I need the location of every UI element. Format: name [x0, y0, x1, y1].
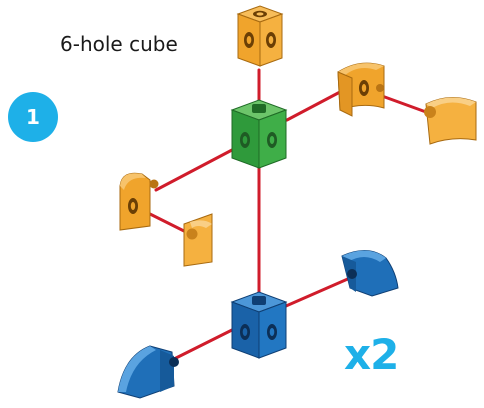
six-hole-cube-label: 6-hole cube: [60, 32, 178, 56]
connector-right-to-cap: [380, 94, 428, 114]
bottom-left-curved-block: [117, 345, 179, 399]
connector-bottom-to-right: [284, 276, 352, 308]
right-curved-cap: [424, 97, 477, 145]
right-curved-block: [337, 62, 385, 117]
connector-left-to-cap: [148, 212, 188, 234]
top-six-hole-cube: [236, 5, 284, 67]
left-curved-cap: [183, 213, 213, 267]
connector-bottom-to-left: [170, 328, 234, 362]
step-number-badge: 1: [8, 92, 58, 142]
left-curved-block: [119, 172, 159, 231]
connector-center-to-left: [154, 148, 234, 192]
quantity-multiplier: x2: [344, 330, 399, 379]
connector-lines: [148, 68, 428, 362]
center-cube: [230, 99, 288, 169]
bottom-cube: [230, 291, 288, 359]
connector-center-to-right: [285, 90, 342, 122]
bottom-right-curved-block: [341, 250, 399, 297]
